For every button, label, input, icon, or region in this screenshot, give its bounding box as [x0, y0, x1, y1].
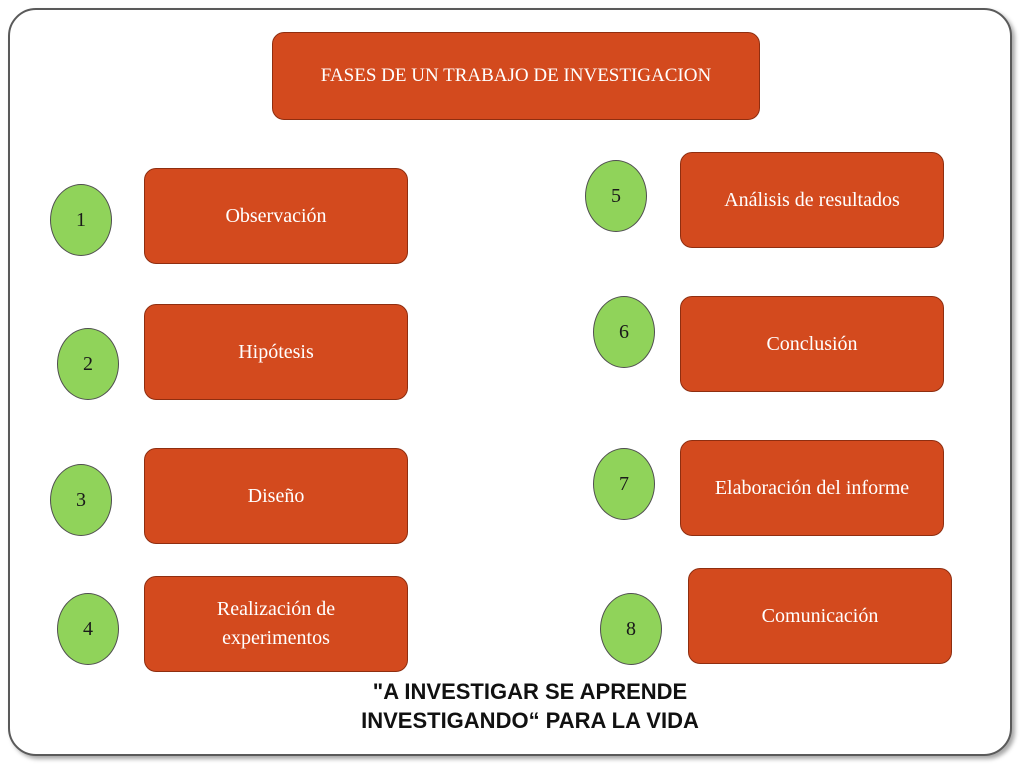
phase-number-2: 2: [57, 328, 119, 400]
phase-label: Conclusión: [766, 332, 858, 355]
motto-line-2: INVESTIGANDO“ PARA LA VIDA: [361, 707, 699, 733]
phase-label: Observación: [225, 204, 327, 227]
phase-box-analisis: Análisis de resultados: [680, 152, 944, 248]
motto-line-1: "A INVESTIGAR SE APRENDE: [372, 679, 688, 704]
phase-box-hipotesis: Hipótesis: [144, 304, 408, 400]
phase-number-7: 7: [593, 448, 655, 520]
phase-number-text: 3: [76, 488, 86, 511]
phase-number-5: 5: [585, 160, 647, 232]
phase-label: Elaboración del informe: [714, 476, 910, 499]
phase-label: Análisis de resultados: [724, 188, 900, 211]
phase-box-realizacion: Realización de experimentos: [144, 576, 408, 672]
phase-number-text: 7: [619, 472, 629, 495]
phase-box-comunicacion: Comunicación: [688, 568, 952, 664]
phase-number-text: 8: [626, 617, 636, 640]
phase-number-8: 8: [600, 593, 662, 665]
motto-text: "A INVESTIGAR SE APRENDE INVESTIGANDO“ P…: [280, 678, 780, 735]
phase-number-1: 1: [50, 184, 112, 256]
phase-box-diseno: Diseño: [144, 448, 408, 544]
phase-box-conclusion: Conclusión: [680, 296, 944, 392]
phase-label: Diseño: [247, 484, 305, 507]
phase-number-text: 1: [76, 208, 86, 231]
phase-number-text: 6: [619, 320, 629, 343]
phase-number-4: 4: [57, 593, 119, 665]
diagram-title: FASES DE UN TRABAJO DE INVESTIGACION: [320, 65, 712, 87]
phase-number-3: 3: [50, 464, 112, 536]
diagram-title-box: FASES DE UN TRABAJO DE INVESTIGACION: [272, 32, 760, 120]
phase-label: Hipótesis: [238, 340, 314, 363]
phase-label: Comunicación: [761, 604, 879, 627]
phase-number-text: 4: [83, 617, 93, 640]
phase-label: Realización de experimentos: [216, 598, 336, 649]
phase-box-elaboracion: Elaboración del informe: [680, 440, 944, 536]
phase-number-text: 2: [83, 352, 93, 375]
phase-number-text: 5: [611, 184, 621, 207]
phase-box-observacion: Observación: [144, 168, 408, 264]
phase-number-6: 6: [593, 296, 655, 368]
